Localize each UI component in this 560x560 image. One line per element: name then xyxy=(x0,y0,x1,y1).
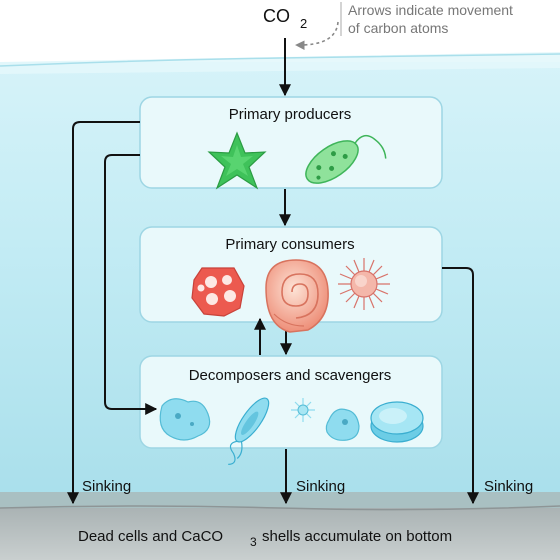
arrow-producers-to-decomposers xyxy=(104,154,158,415)
seafloor xyxy=(0,492,560,560)
ciliate-icon xyxy=(228,397,270,465)
small-amoeba-icon xyxy=(325,408,360,441)
arrow-left-sinking xyxy=(67,121,140,505)
red-radiolarian-icon xyxy=(191,267,245,317)
bottom-text-subscript: 3 xyxy=(250,535,257,549)
co2-label: CO xyxy=(263,6,290,26)
arrows-note-line1: Arrows indicate movement xyxy=(348,2,513,18)
small-radiolarian-icon xyxy=(291,398,315,422)
primary-consumers-label: Primary consumers xyxy=(225,236,354,253)
bottom-text-part2: shells accumulate on bottom xyxy=(262,528,452,545)
decomposers-label: Decomposers and scavengers xyxy=(189,367,392,384)
carbon-flow-arrows xyxy=(67,38,479,505)
co2-subscript: 2 xyxy=(300,16,307,31)
primary-producers-label: Primary producers xyxy=(229,106,352,123)
primary-producers-box xyxy=(139,96,443,189)
sinking-label-right: Sinking xyxy=(484,478,533,495)
spiky-foraminifera-icon xyxy=(338,258,390,310)
arrows-note-line2: of carbon atoms xyxy=(348,20,448,36)
sinking-label-left: Sinking xyxy=(82,478,131,495)
decomposers-box xyxy=(139,355,443,449)
nautilus-shell-icon xyxy=(265,259,329,333)
star-diatom-icon xyxy=(207,131,267,190)
green-flagellate-icon xyxy=(305,134,387,184)
arrow-right-sinking xyxy=(442,267,479,505)
amoeba-icon xyxy=(159,398,211,441)
sinking-label-center: Sinking xyxy=(296,478,345,495)
bottom-text-part1: Dead cells and CaCO xyxy=(78,528,223,545)
round-cell-icon xyxy=(370,401,424,443)
